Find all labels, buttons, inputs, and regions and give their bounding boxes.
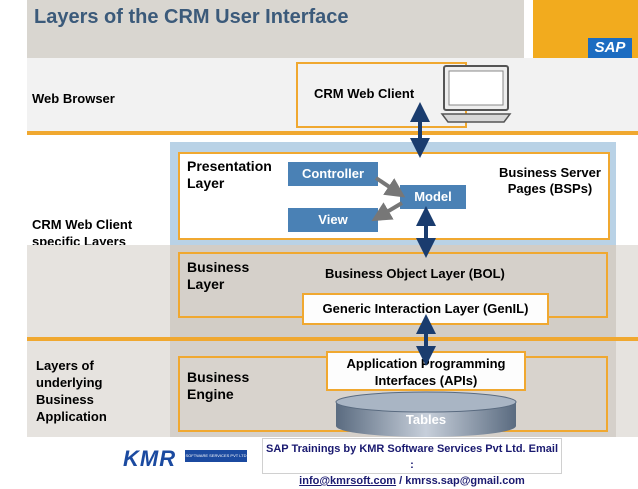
view-box: View	[288, 208, 378, 232]
sap-logo: SAP	[588, 38, 632, 58]
footer-contact: SAP Trainings by KMR Software Services P…	[262, 438, 562, 487]
crm-web-client-box	[296, 62, 467, 128]
kmr-logo: KMR SOFTWARE SERVICES PVT LTD	[121, 444, 249, 474]
business-engine-label: Business Engine	[187, 369, 250, 402]
underlying-label: Layers of underlying Business Applicatio…	[36, 358, 107, 424]
presentation-layer-label: Presentation Layer	[187, 158, 272, 191]
email-separator: /	[399, 475, 403, 487]
tables-cylinder-icon	[335, 391, 517, 437]
divider-line-2	[27, 337, 638, 341]
crm-web-client-label: CRM Web Client	[314, 86, 415, 101]
api-box: Application Programming Interfaces (APIs…	[326, 351, 526, 391]
controller-box: Controller	[288, 162, 378, 186]
model-box: Model	[400, 185, 466, 209]
computer-monitor-icon	[440, 65, 512, 123]
bol-label: Business Object Layer (BOL)	[325, 266, 505, 281]
tables-label: Tables	[405, 412, 447, 427]
kmr-logo-tagline: SOFTWARE SERVICES PVT LTD	[185, 450, 247, 462]
genil-box: Generic Interaction Layer (GenIL)	[302, 293, 549, 325]
kmr-logo-text: KMR	[123, 446, 177, 471]
web-browser-label: Web Browser	[32, 91, 115, 106]
bsp-label: Business Server Pages (BSPs)	[499, 165, 601, 196]
page-title: Layers of the CRM User Interface	[34, 6, 349, 28]
email-2: kmrss.sap@gmail.com	[405, 475, 525, 487]
email-link-1[interactable]: info@kmrsoft.com	[299, 475, 397, 487]
footer-line1: SAP Trainings by KMR Software Services P…	[266, 443, 558, 471]
divider-line	[27, 131, 638, 135]
title-bar	[27, 0, 524, 58]
business-layer-label: Business Layer	[187, 259, 250, 292]
